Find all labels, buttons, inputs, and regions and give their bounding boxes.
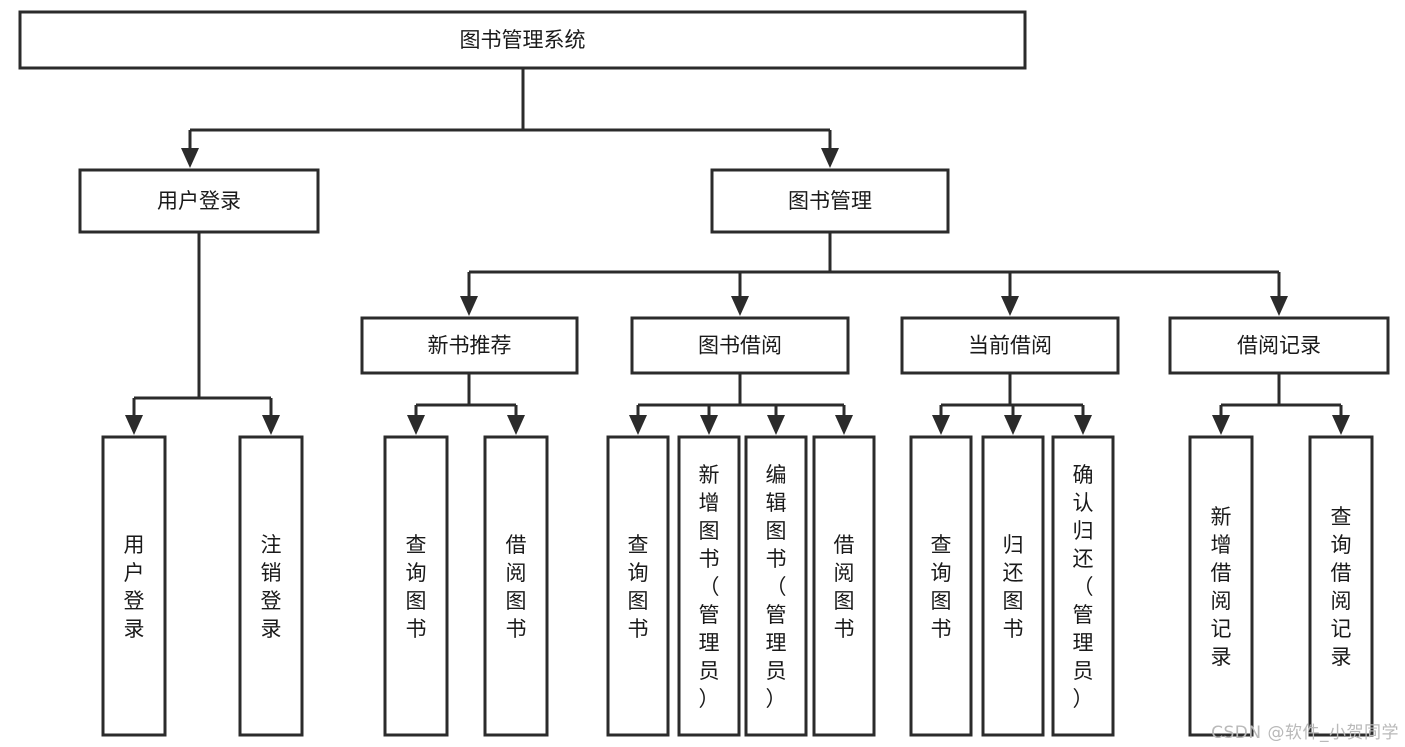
node-label: 新增图书（管理员） [699,463,720,711]
node-leaf-query-book-current[interactable]: 查询图书 [909,435,973,737]
node-leaf-add-book-admin[interactable]: 新增图书（管理员） [677,435,741,737]
node-label: 借阅图书 [834,533,855,641]
connector-group-user-login-children [125,232,280,435]
node-label: 借阅图书 [506,533,527,641]
node-label: 编辑图书（管理员） [766,463,787,711]
node-box[interactable] [101,435,167,737]
arrow-head-icon [731,296,749,316]
node-box[interactable] [710,168,950,234]
arrow-head-icon [1332,415,1350,435]
node-root[interactable]: 图书管理系统 [18,10,1027,70]
node-book-manage[interactable]: 图书管理 [710,168,950,234]
connector-group-borrow-record-children [1212,373,1350,435]
node-box[interactable] [981,435,1045,737]
arrow-head-icon [1074,415,1092,435]
connector-layer [125,68,1350,435]
node-leaf-user-login[interactable]: 用户登录 [101,435,167,737]
node-book-borrow[interactable]: 图书借阅 [630,316,850,375]
node-leaf-borrow-book-recommend[interactable]: 借阅图书 [483,435,549,737]
node-leaf-confirm-return-admin[interactable]: 确认归还（管理员） [1051,435,1115,737]
node-layer: 图书管理系统用户登录图书管理新书推荐图书借阅当前借阅借阅记录用户登录注销登录查询… [18,10,1390,737]
node-label: 图书管理 [788,189,872,213]
node-leaf-query-book-recommend[interactable]: 查询图书 [383,435,449,737]
node-box[interactable] [812,435,876,737]
arrow-head-icon [629,415,647,435]
node-box[interactable] [1168,316,1390,375]
node-label: 查询图书 [628,533,649,641]
node-box[interactable] [1188,435,1254,737]
node-leaf-user-logout[interactable]: 注销登录 [238,435,304,737]
connector-group-new-book-recommend-children [407,373,525,435]
arrow-head-icon [1212,415,1230,435]
arrow-head-icon [1270,296,1288,316]
node-label: 当前借阅 [968,334,1052,358]
node-box[interactable] [1051,435,1115,737]
node-label: 查询借阅记录 [1331,505,1352,669]
node-current-borrow[interactable]: 当前借阅 [900,316,1120,375]
arrow-head-icon [125,415,143,435]
connector-group-current-borrow-children [932,373,1092,435]
arrow-head-icon [507,415,525,435]
node-box[interactable] [18,10,1027,70]
node-box[interactable] [238,435,304,737]
node-leaf-edit-book-admin[interactable]: 编辑图书（管理员） [744,435,808,737]
node-box[interactable] [606,435,670,737]
node-box[interactable] [78,168,320,234]
node-box[interactable] [744,435,808,737]
connector-group-book-borrow-children [629,373,853,435]
watermark-text: CSDN @软件_小贺同学 [1211,723,1399,743]
node-box[interactable] [360,316,579,375]
node-box[interactable] [383,435,449,737]
node-label: 新书推荐 [428,334,512,358]
node-label: 用户登录 [124,533,145,641]
node-leaf-query-borrow-record[interactable]: 查询借阅记录 [1308,435,1374,737]
node-leaf-add-borrow-record[interactable]: 新增借阅记录 [1188,435,1254,737]
arrow-head-icon [407,415,425,435]
node-label: 归还图书 [1003,533,1024,641]
node-leaf-borrow-book[interactable]: 借阅图书 [812,435,876,737]
node-label: 查询图书 [406,533,427,641]
node-label: 查询图书 [931,533,952,641]
node-label: 新增借阅记录 [1211,505,1232,669]
node-box[interactable] [630,316,850,375]
node-label: 用户登录 [157,189,241,213]
arrow-head-icon [262,415,280,435]
node-box[interactable] [1308,435,1374,737]
node-box[interactable] [677,435,741,737]
arrow-head-icon [1001,296,1019,316]
node-label: 借阅记录 [1237,334,1321,358]
node-leaf-query-book-borrow[interactable]: 查询图书 [606,435,670,737]
node-label: 确认归还（管理员） [1073,463,1094,711]
node-box[interactable] [483,435,549,737]
node-label: 图书管理系统 [460,28,586,52]
node-label: 图书借阅 [698,334,782,358]
connector-group-root-children [181,68,839,168]
arrow-head-icon [181,148,199,168]
node-user-login[interactable]: 用户登录 [78,168,320,234]
node-label: 注销登录 [261,533,282,641]
arrow-head-icon [767,415,785,435]
arrow-head-icon [932,415,950,435]
node-leaf-return-book[interactable]: 归还图书 [981,435,1045,737]
node-new-book-recommend[interactable]: 新书推荐 [360,316,579,375]
arrow-head-icon [835,415,853,435]
node-box[interactable] [909,435,973,737]
arrow-head-icon [821,148,839,168]
node-borrow-record[interactable]: 借阅记录 [1168,316,1390,375]
arrow-head-icon [460,296,478,316]
node-box[interactable] [900,316,1120,375]
connector-group-book-manage-children [460,232,1288,316]
arrow-head-icon [700,415,718,435]
arrow-head-icon [1004,415,1022,435]
